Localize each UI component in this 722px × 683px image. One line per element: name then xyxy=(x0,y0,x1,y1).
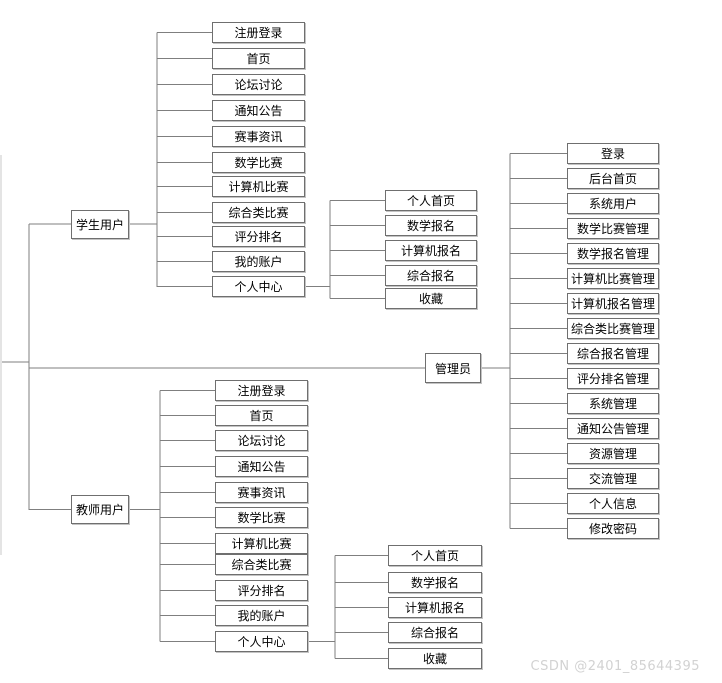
node-student-item-7: 综合类比赛 xyxy=(212,202,305,223)
node-student-user: 学生用户 xyxy=(71,210,129,239)
node-student-item-2: 论坛讨论 xyxy=(212,74,305,95)
node-student-item-1: 首页 xyxy=(212,48,305,69)
node-admin-item-9: 评分排名管理 xyxy=(567,368,659,389)
node-student-pc-2: 计算机报名 xyxy=(385,240,477,261)
node-admin-item-13: 交流管理 xyxy=(567,468,659,489)
node-teacher-pc-3: 综合报名 xyxy=(388,622,482,643)
node-admin-item-1: 后台首页 xyxy=(567,168,659,189)
node-student-item-5: 数学比赛 xyxy=(212,152,305,173)
node-teacher-pc-4: 收藏 xyxy=(388,648,482,669)
node-admin-item-2: 系统用户 xyxy=(567,193,659,214)
node-admin-item-10: 系统管理 xyxy=(567,393,659,414)
node-admin-item-11: 通知公告管理 xyxy=(567,418,659,439)
node-student-pc-0: 个人首页 xyxy=(385,190,477,211)
node-student-item-10: 个人中心 xyxy=(212,276,305,297)
node-admin-item-14: 个人信息 xyxy=(567,493,659,514)
watermark: CSDN @2401_85644395 xyxy=(530,659,700,674)
node-admin-item-6: 计算机报名管理 xyxy=(567,293,659,314)
node-teacher-pc-2: 计算机报名 xyxy=(388,597,482,618)
node-admin-item-12: 资源管理 xyxy=(567,443,659,464)
node-teacher-item-10: 个人中心 xyxy=(215,631,308,652)
node-teacher-item-1: 首页 xyxy=(215,405,308,426)
node-teacher-item-9: 我的账户 xyxy=(215,605,308,626)
node-teacher-item-5: 数学比赛 xyxy=(215,507,308,528)
node-student-pc-3: 综合报名 xyxy=(385,265,477,286)
node-teacher-pc-1: 数学报名 xyxy=(388,572,482,593)
node-student-item-6: 计算机比赛 xyxy=(212,176,305,197)
node-teacher-item-6: 计算机比赛 xyxy=(215,533,308,554)
node-teacher-pc-0: 个人首页 xyxy=(388,545,482,566)
node-admin-item-3: 数学比赛管理 xyxy=(567,218,659,239)
node-student-item-3: 通知公告 xyxy=(212,100,305,121)
node-teacher-item-0: 注册登录 xyxy=(215,380,308,401)
node-student-item-9: 我的账户 xyxy=(212,251,305,272)
node-admin-item-15: 修改密码 xyxy=(567,518,659,539)
node-student-pc-4: 收藏 xyxy=(385,288,477,309)
node-admin-item-0: 登录 xyxy=(567,143,659,164)
node-admin-item-4: 数学报名管理 xyxy=(567,243,659,264)
node-admin-item-8: 综合报名管理 xyxy=(567,343,659,364)
node-admin-item-5: 计算机比赛管理 xyxy=(567,268,659,289)
node-admin: 管理员 xyxy=(425,353,481,383)
node-student-pc-1: 数学报名 xyxy=(385,215,477,236)
node-student-item-8: 评分排名 xyxy=(212,226,305,247)
node-teacher-item-2: 论坛讨论 xyxy=(215,430,308,451)
node-admin-item-7: 综合类比赛管理 xyxy=(567,318,659,339)
node-teacher-user: 教师用户 xyxy=(71,495,129,524)
node-student-item-4: 赛事资讯 xyxy=(212,126,305,147)
node-teacher-item-3: 通知公告 xyxy=(215,456,308,477)
node-teacher-item-8: 评分排名 xyxy=(215,580,308,601)
node-teacher-item-4: 赛事资讯 xyxy=(215,482,308,503)
node-teacher-item-7: 综合类比赛 xyxy=(215,554,308,575)
node-student-item-0: 注册登录 xyxy=(212,22,305,43)
